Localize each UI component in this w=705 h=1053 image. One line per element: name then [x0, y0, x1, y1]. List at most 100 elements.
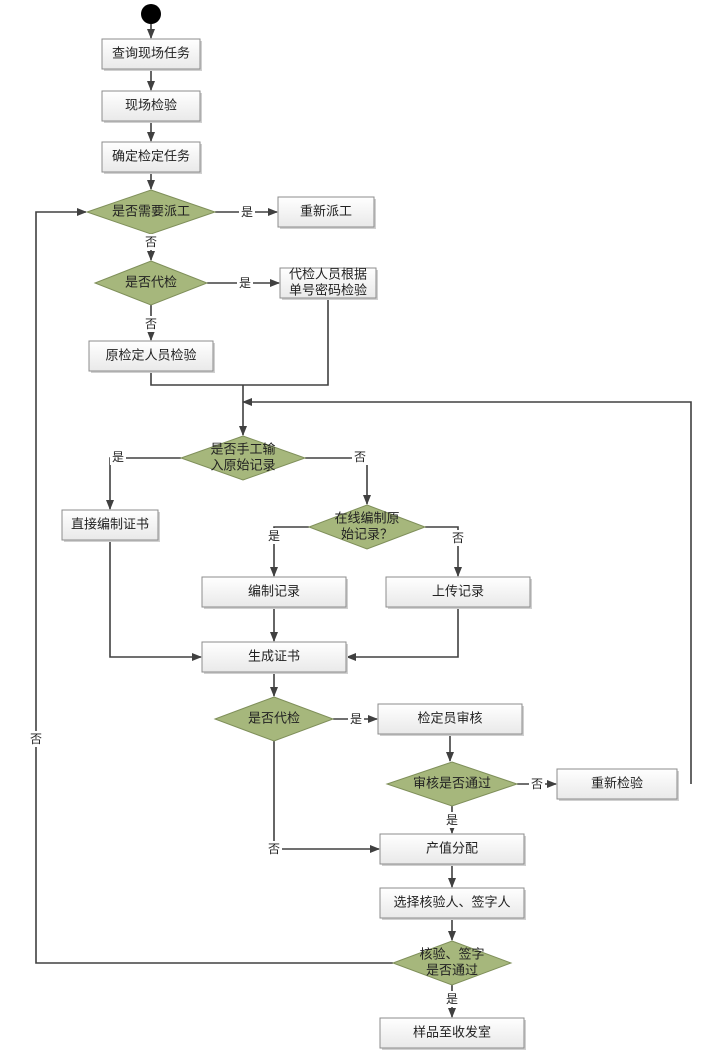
process-box	[201, 576, 347, 608]
node-start	[141, 4, 161, 24]
label-online-no: 否	[452, 531, 464, 545]
process-box	[379, 887, 525, 919]
edge-proxy2-no	[273, 741, 380, 853]
edge-label-background	[450, 530, 466, 546]
label-proxy-yes: 是	[239, 276, 251, 290]
label-manual-yes: 是	[112, 450, 124, 464]
edge-manual-yes	[106, 457, 181, 510]
node-label: 入原始记录	[210, 459, 275, 474]
edge-label-background	[444, 812, 460, 828]
nodes-layer: 查询现场任务现场检验确定检定任务是否需要派工重新派工是否代检代检人员根据单号密码…	[61, 4, 679, 1050]
label-dispatch-yes: 是	[241, 205, 253, 219]
node-label: 在线编制原	[334, 512, 399, 527]
node-label: 是否代检	[125, 276, 177, 291]
decision-diamond	[307, 504, 427, 550]
label-proxy2-no: 否	[268, 842, 280, 856]
label-proxy2-yes: 是	[350, 712, 362, 726]
node-label: 编制记录	[248, 585, 300, 600]
node-to-mailroom: 样品至收发室	[379, 1017, 526, 1050]
edge-label-background	[352, 449, 368, 465]
process-box	[61, 509, 159, 541]
node-upload-record: 上传记录	[385, 576, 532, 609]
node-label: 重新派工	[300, 204, 352, 220]
node-label: 审核是否通过	[413, 777, 491, 792]
node-original-person: 原检定人员检验	[88, 340, 215, 373]
process-box	[101, 90, 201, 122]
node-label: 样品至收发室	[413, 1025, 491, 1041]
decision-diamond	[385, 761, 519, 807]
process-box	[385, 576, 531, 608]
node-label: 单号密码检验	[289, 283, 367, 299]
node-direct-cert: 直接编制证书	[61, 509, 160, 542]
node-verifier-review: 检定员审核	[377, 703, 524, 736]
node-generate-cert: 生成证书	[201, 641, 348, 674]
node-label: 选择核验人、签字人	[393, 895, 510, 911]
edge-online-yes	[270, 526, 309, 577]
edge-label-background	[529, 776, 545, 792]
edge-sign-no-loop	[35, 208, 393, 964]
node-label: 是否手工输	[210, 442, 275, 458]
label-proxy-no: 否	[145, 317, 157, 331]
process-box	[101, 38, 201, 70]
edge-online-no	[425, 526, 462, 577]
edge-label-background	[348, 711, 364, 727]
node-site-inspection: 现场检验	[101, 90, 202, 123]
edge-proxyperson-merge	[243, 298, 329, 386]
edge-label-background	[266, 528, 282, 544]
node-label: 查询现场任务	[112, 46, 190, 62]
edge-label-background	[237, 275, 253, 291]
node-review-pass: 审核是否通过	[385, 761, 519, 807]
node-proxy-check: 是否代检	[93, 260, 209, 306]
node-label: 核验、签字	[419, 947, 484, 963]
node-edit-record: 编制记录	[201, 576, 348, 609]
edge-label-background	[444, 991, 460, 1007]
node-label: 生成证书	[248, 650, 300, 665]
label-review-no: 否	[531, 777, 543, 791]
node-label: 确定检定任务	[112, 149, 190, 165]
decision-diamond	[93, 260, 209, 306]
node-label: 产值分配	[426, 841, 478, 857]
node-label: 是否通过	[426, 964, 478, 979]
process-box	[88, 340, 214, 372]
node-select-signers: 选择核验人、签字人	[379, 887, 526, 920]
node-label: 是否代检	[248, 712, 300, 727]
edge-reinspect-loop	[242, 398, 692, 784]
edge-label-background	[266, 841, 282, 857]
node-label: 始记录？	[341, 528, 393, 543]
start-node-icon	[141, 4, 161, 24]
node-label: 上传记录	[432, 585, 484, 600]
process-box	[279, 267, 377, 299]
decision-diamond	[179, 435, 307, 481]
edge-original-merge	[150, 371, 243, 386]
process-box	[101, 141, 201, 173]
node-proxy-check2: 是否代检	[213, 696, 335, 742]
node-reinspect: 重新检验	[556, 768, 679, 801]
label-manual-no: 否	[354, 450, 366, 464]
process-box	[556, 768, 678, 800]
node-label: 现场检验	[125, 98, 177, 114]
process-box	[201, 641, 347, 673]
node-redispatch: 重新派工	[277, 196, 376, 229]
decision-diamond	[213, 696, 335, 742]
edge-label-background	[143, 234, 159, 250]
edge-label-background	[239, 204, 255, 220]
node-label: 代检人员根据	[289, 268, 367, 283]
label-online-yes: 是	[268, 529, 280, 543]
process-box	[377, 703, 523, 735]
process-box	[379, 1017, 525, 1049]
edge-label-background	[28, 731, 44, 747]
label-review-yes: 是	[446, 813, 458, 827]
edge-labels-layer: 是否是否是否是否是否是否否是	[28, 204, 545, 1007]
node-label: 直接编制证书	[71, 517, 149, 533]
node-label: 重新检验	[591, 776, 643, 792]
edge-direct-generate	[109, 540, 202, 661]
edge-label-background	[143, 316, 159, 332]
process-box	[379, 833, 525, 865]
process-box	[277, 196, 375, 228]
decision-diamond	[391, 940, 513, 986]
